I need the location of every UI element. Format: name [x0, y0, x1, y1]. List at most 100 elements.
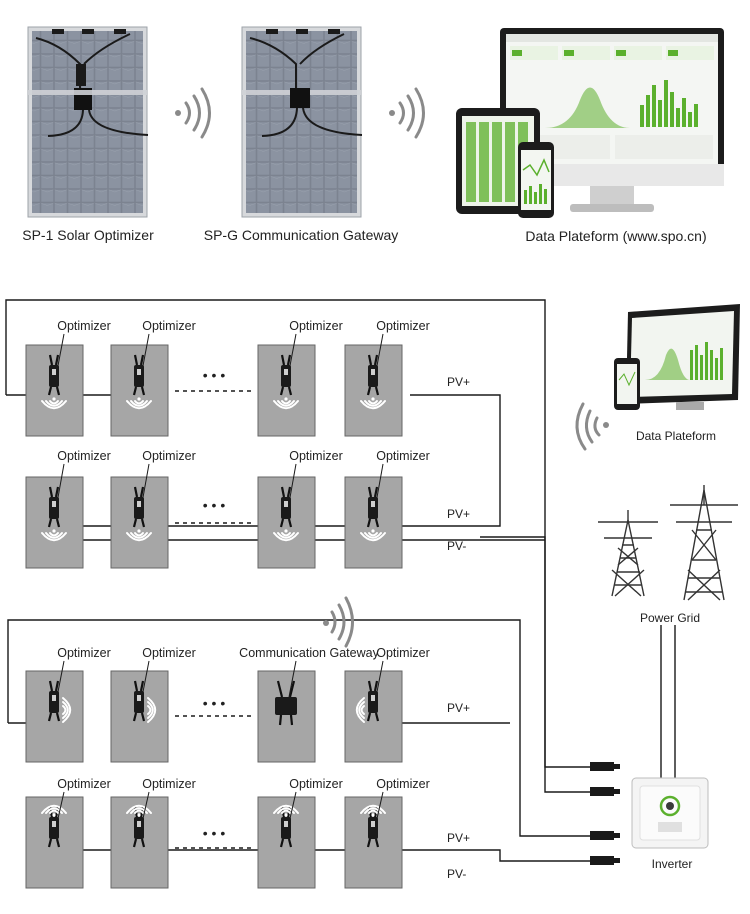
inverter-connectors — [590, 762, 620, 865]
solar-panel-r4-c4 — [344, 796, 403, 889]
solar-panel-gateway — [241, 26, 363, 218]
pv-plus-label-3: PV+ — [447, 701, 470, 715]
solar-panel-r1-c4 — [344, 344, 403, 437]
leader-line — [56, 660, 65, 698]
optimizer-label: Optimizer — [142, 777, 195, 791]
optimizer-label: Optimizer — [57, 646, 110, 660]
optimizer-label: Optimizer — [376, 777, 429, 791]
leader-line — [141, 660, 150, 698]
leader-line — [141, 333, 150, 372]
wireless-signal-icon — [575, 402, 609, 451]
wireless-signal-icon — [273, 397, 299, 410]
optimizer-label: Optimizer — [376, 646, 429, 660]
wireless-signal-icon — [389, 87, 425, 139]
leader-line — [375, 791, 384, 824]
power-grid-label: Power Grid — [640, 611, 700, 625]
solar-panel-r3-c2 — [110, 670, 169, 763]
ellipsis-row-1: • • • — [203, 367, 226, 383]
wireless-signal-icon — [273, 529, 299, 542]
optimizer-label: Optimizer — [142, 646, 195, 660]
leader-line — [288, 333, 297, 372]
optimizer-label: Optimizer — [57, 449, 110, 463]
optimizer-device-icon — [366, 486, 380, 528]
wireless-signal-icon — [126, 397, 152, 410]
wireless-signal-icon — [175, 87, 211, 139]
pv-minus-label-4: PV- — [447, 867, 466, 881]
gateway-device-icon — [290, 88, 310, 108]
optimizer-caption: SP-1 Solar Optimizer — [22, 227, 154, 243]
pv-plus-label-4: PV+ — [447, 831, 470, 845]
optimizer-device-icon — [132, 486, 146, 528]
wireless-signal-icon — [41, 804, 67, 817]
solar-panel-r4-c2 — [110, 796, 169, 889]
optimizer-device-icon — [279, 486, 293, 528]
wireless-signal-icon — [273, 804, 299, 817]
solar-panel-r3-c3 — [257, 670, 316, 763]
solar-panel-r4-c1 — [25, 796, 84, 889]
wireless-signal-icon — [41, 529, 67, 542]
data-platform-devices — [456, 28, 724, 218]
platform-caption: Data Plateform (www.spo.cn) — [525, 228, 706, 244]
solar-panel-r2-c3 — [257, 476, 316, 569]
optimizer-device-icon — [47, 680, 61, 722]
optimizer-label: Optimizer — [57, 777, 110, 791]
solar-panel-r2-c1 — [25, 476, 84, 569]
power-grid-towers — [598, 485, 738, 601]
inverter-label: Inverter — [652, 857, 693, 871]
pv-plus-label-2: PV+ — [447, 507, 470, 521]
leader-line — [56, 463, 65, 504]
optimizer-label: Optimizer — [289, 319, 342, 333]
leader-line — [56, 791, 65, 824]
wireless-signal-icon — [147, 697, 157, 723]
wireless-signal-icon — [126, 804, 152, 817]
wireless-signal-icon — [360, 529, 386, 542]
optimizer-label: Optimizer — [376, 319, 429, 333]
leader-line — [375, 333, 384, 372]
gateway-device-icon — [275, 680, 297, 726]
optimizer-device-icon — [132, 806, 146, 848]
optimizer-label: Optimizer — [289, 777, 342, 791]
leader-line — [141, 791, 150, 824]
solar-panel-r1-c2 — [110, 344, 169, 437]
solar-panel-r1-c3 — [257, 344, 316, 437]
gateway-label: Communication Gateway — [239, 646, 379, 660]
solar-panel-r3-c1 — [25, 670, 84, 763]
optimizer-device-icon — [279, 806, 293, 848]
wireless-signal-icon — [360, 397, 386, 410]
leader-line — [375, 463, 384, 504]
optimizer-device-icon — [47, 486, 61, 528]
optimizer-label: Optimizer — [142, 449, 195, 463]
wireless-signal-icon — [355, 697, 365, 723]
pv-minus-label-2: PV- — [447, 539, 466, 553]
solar-panel-r2-c4 — [344, 476, 403, 569]
gateway-signal-icon — [323, 596, 354, 648]
data-platform-monitor — [614, 304, 740, 410]
leader-line — [288, 791, 297, 824]
solar-panel-r1-c1 — [25, 344, 84, 437]
optimizer-device-icon — [132, 680, 146, 722]
leader-line — [375, 660, 384, 698]
inverter-device — [631, 777, 709, 849]
leader-line — [288, 463, 297, 504]
wireless-signal-icon — [41, 397, 67, 410]
leader-line — [288, 660, 297, 698]
optimizer-device-icon — [366, 680, 380, 722]
ellipsis-row-2: • • • — [203, 497, 226, 513]
optimizer-label: Optimizer — [142, 319, 195, 333]
optimizer-device-icon — [366, 354, 380, 396]
optimizer-device-icon — [279, 354, 293, 396]
ellipsis-row-3: • • • — [203, 695, 226, 711]
optimizer-label: Optimizer — [376, 449, 429, 463]
solar-panel-optimizer — [27, 26, 149, 218]
optimizer-label: Optimizer — [289, 449, 342, 463]
solar-panel-r2-c2 — [110, 476, 169, 569]
solar-panel-r3-c4 — [344, 670, 403, 763]
wireless-signal-icon — [360, 804, 386, 817]
wireless-signal-icon — [126, 529, 152, 542]
ellipsis-row-4: • • • — [203, 825, 226, 841]
optimizer-device-icon — [47, 354, 61, 396]
data-platform-label: Data Plateform — [636, 429, 716, 443]
wireless-signal-icon — [62, 697, 72, 723]
pv-plus-label-1: PV+ — [447, 375, 470, 389]
